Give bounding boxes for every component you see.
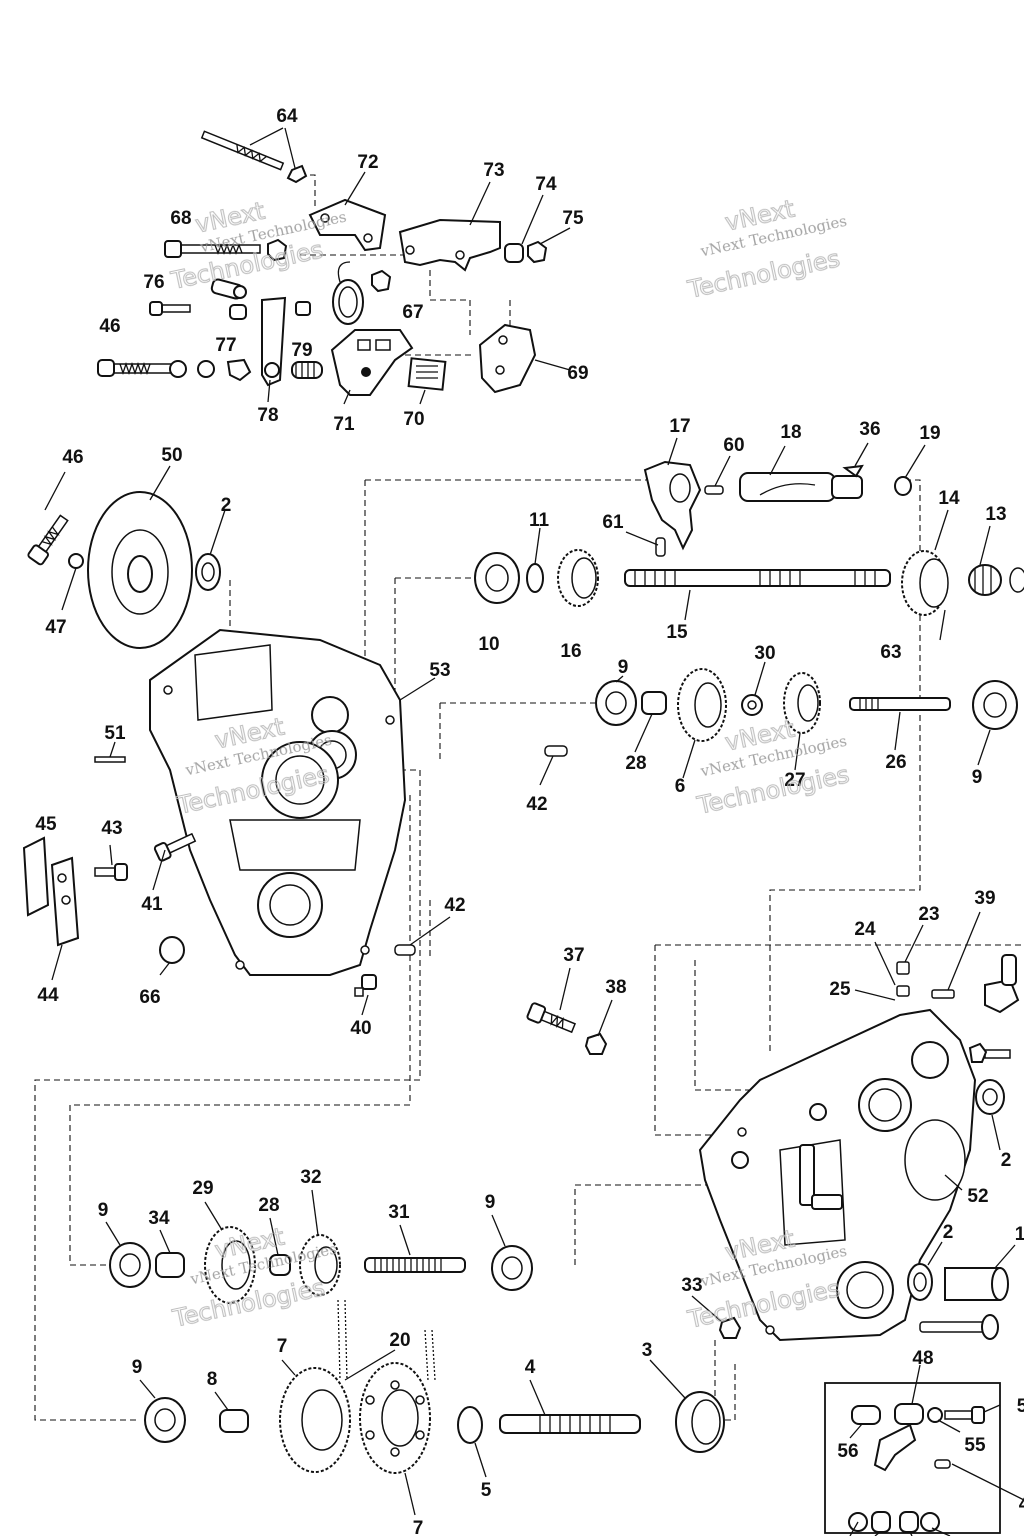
shift-shaft-assembly	[474, 460, 1024, 616]
callout-68: 68	[170, 208, 191, 229]
callout-50: 50	[161, 445, 182, 466]
callout-29: 29	[192, 1178, 213, 1199]
callout-4: 4	[525, 1357, 536, 1378]
callout-27: 27	[784, 770, 805, 791]
callout-51: 51	[104, 723, 126, 744]
callout-28-mid: 28	[625, 753, 646, 774]
callout-41: 41	[141, 894, 163, 915]
callout-75: 75	[562, 208, 584, 229]
callout-25: 25	[829, 979, 851, 1000]
callout-55: 55	[964, 1435, 986, 1456]
leader-lines	[44, 127, 1024, 1536]
callout-23: 23	[918, 904, 939, 925]
callout-52: 52	[967, 1186, 988, 1207]
callout-72: 72	[357, 152, 378, 173]
callout-69: 69	[567, 363, 588, 384]
callout-61: 61	[602, 512, 624, 533]
output-shaft-assembly	[144, 1299, 725, 1474]
callout-60: 60	[723, 435, 744, 456]
callout-24: 24	[854, 919, 876, 940]
callout-9-lower-left: 9	[98, 1200, 109, 1221]
callout-43: 43	[101, 818, 122, 839]
callout-44: 44	[37, 985, 59, 1006]
middle-shaft-assembly	[595, 668, 1018, 742]
callout-1: 1	[1015, 1224, 1024, 1245]
callout-16: 16	[560, 641, 581, 662]
callout-36: 36	[859, 419, 880, 440]
callout-6: 6	[675, 776, 686, 797]
callout-2-lower: 2	[943, 1222, 954, 1243]
callout-7-upper: 7	[277, 1336, 288, 1357]
callout-3: 3	[642, 1340, 653, 1361]
callout-18: 18	[780, 422, 801, 443]
callout-73: 73	[483, 160, 504, 181]
callout-9-right: 9	[972, 767, 983, 788]
callout-37: 37	[563, 945, 584, 966]
callout-28-lower: 28	[258, 1195, 279, 1216]
callout-30: 30	[754, 643, 775, 664]
callout-48: 48	[912, 1348, 933, 1369]
inset-detail	[824, 1382, 1001, 1534]
callout-34: 34	[148, 1208, 170, 1229]
callout-66: 66	[139, 987, 160, 1008]
linkage-assembly	[97, 130, 548, 396]
callout-2-right: 2	[1001, 1150, 1012, 1171]
callout-42-lower: 42	[444, 895, 465, 916]
callout-38: 38	[605, 977, 626, 998]
callout-5: 5	[481, 1480, 492, 1501]
pulley-and-cover	[22, 491, 568, 997]
callout-5-inset: 5	[1017, 1396, 1024, 1417]
callout-56: 56	[837, 1441, 858, 1462]
callout-67: 67	[402, 302, 423, 323]
callout-42-upper: 42	[526, 794, 547, 815]
callout-17: 17	[669, 416, 690, 437]
callout-46: 46	[99, 316, 120, 337]
callout-53: 53	[429, 660, 450, 681]
lower-shaft-assembly	[109, 1226, 533, 1304]
callout-64: 64	[276, 106, 298, 127]
callout-32: 32	[300, 1167, 321, 1188]
callout-9-mid: 9	[618, 657, 629, 678]
callout-9-bottom: 9	[132, 1357, 143, 1378]
callout-labels: 64 72 73 74 75 68 76 46 77 79 67 69 78 7…	[35, 106, 1024, 1536]
callout-74: 74	[535, 174, 557, 195]
callout-9-lower-right: 9	[485, 1192, 496, 1213]
callout-11: 11	[529, 510, 550, 531]
right-housing	[526, 954, 1020, 1342]
callout-47: 47	[45, 617, 66, 638]
callout-4-inset: 4	[1019, 1494, 1024, 1515]
callout-20: 20	[389, 1330, 410, 1351]
callout-14: 14	[938, 488, 960, 509]
callout-19: 19	[919, 423, 940, 444]
callout-8: 8	[207, 1369, 218, 1390]
callout-31: 31	[388, 1202, 410, 1223]
callout-46-left: 46	[62, 447, 83, 468]
callout-76: 76	[143, 272, 164, 293]
callout-39: 39	[974, 888, 995, 909]
callout-71: 71	[333, 414, 355, 435]
callout-26: 26	[885, 752, 906, 773]
callout-10: 10	[478, 634, 499, 655]
callout-79: 79	[291, 340, 312, 361]
callout-15: 15	[666, 622, 688, 643]
callout-70: 70	[403, 409, 424, 430]
callout-77: 77	[215, 335, 236, 356]
callout-78: 78	[257, 405, 278, 426]
callout-7-lower: 7	[413, 1518, 424, 1536]
callout-40: 40	[350, 1018, 371, 1039]
callout-13: 13	[985, 504, 1006, 525]
callout-45: 45	[35, 814, 57, 835]
callout-33: 33	[681, 1275, 702, 1296]
callout-2-top: 2	[221, 495, 232, 516]
callout-63: 63	[880, 642, 901, 663]
assembly-lines	[34, 174, 1024, 1421]
